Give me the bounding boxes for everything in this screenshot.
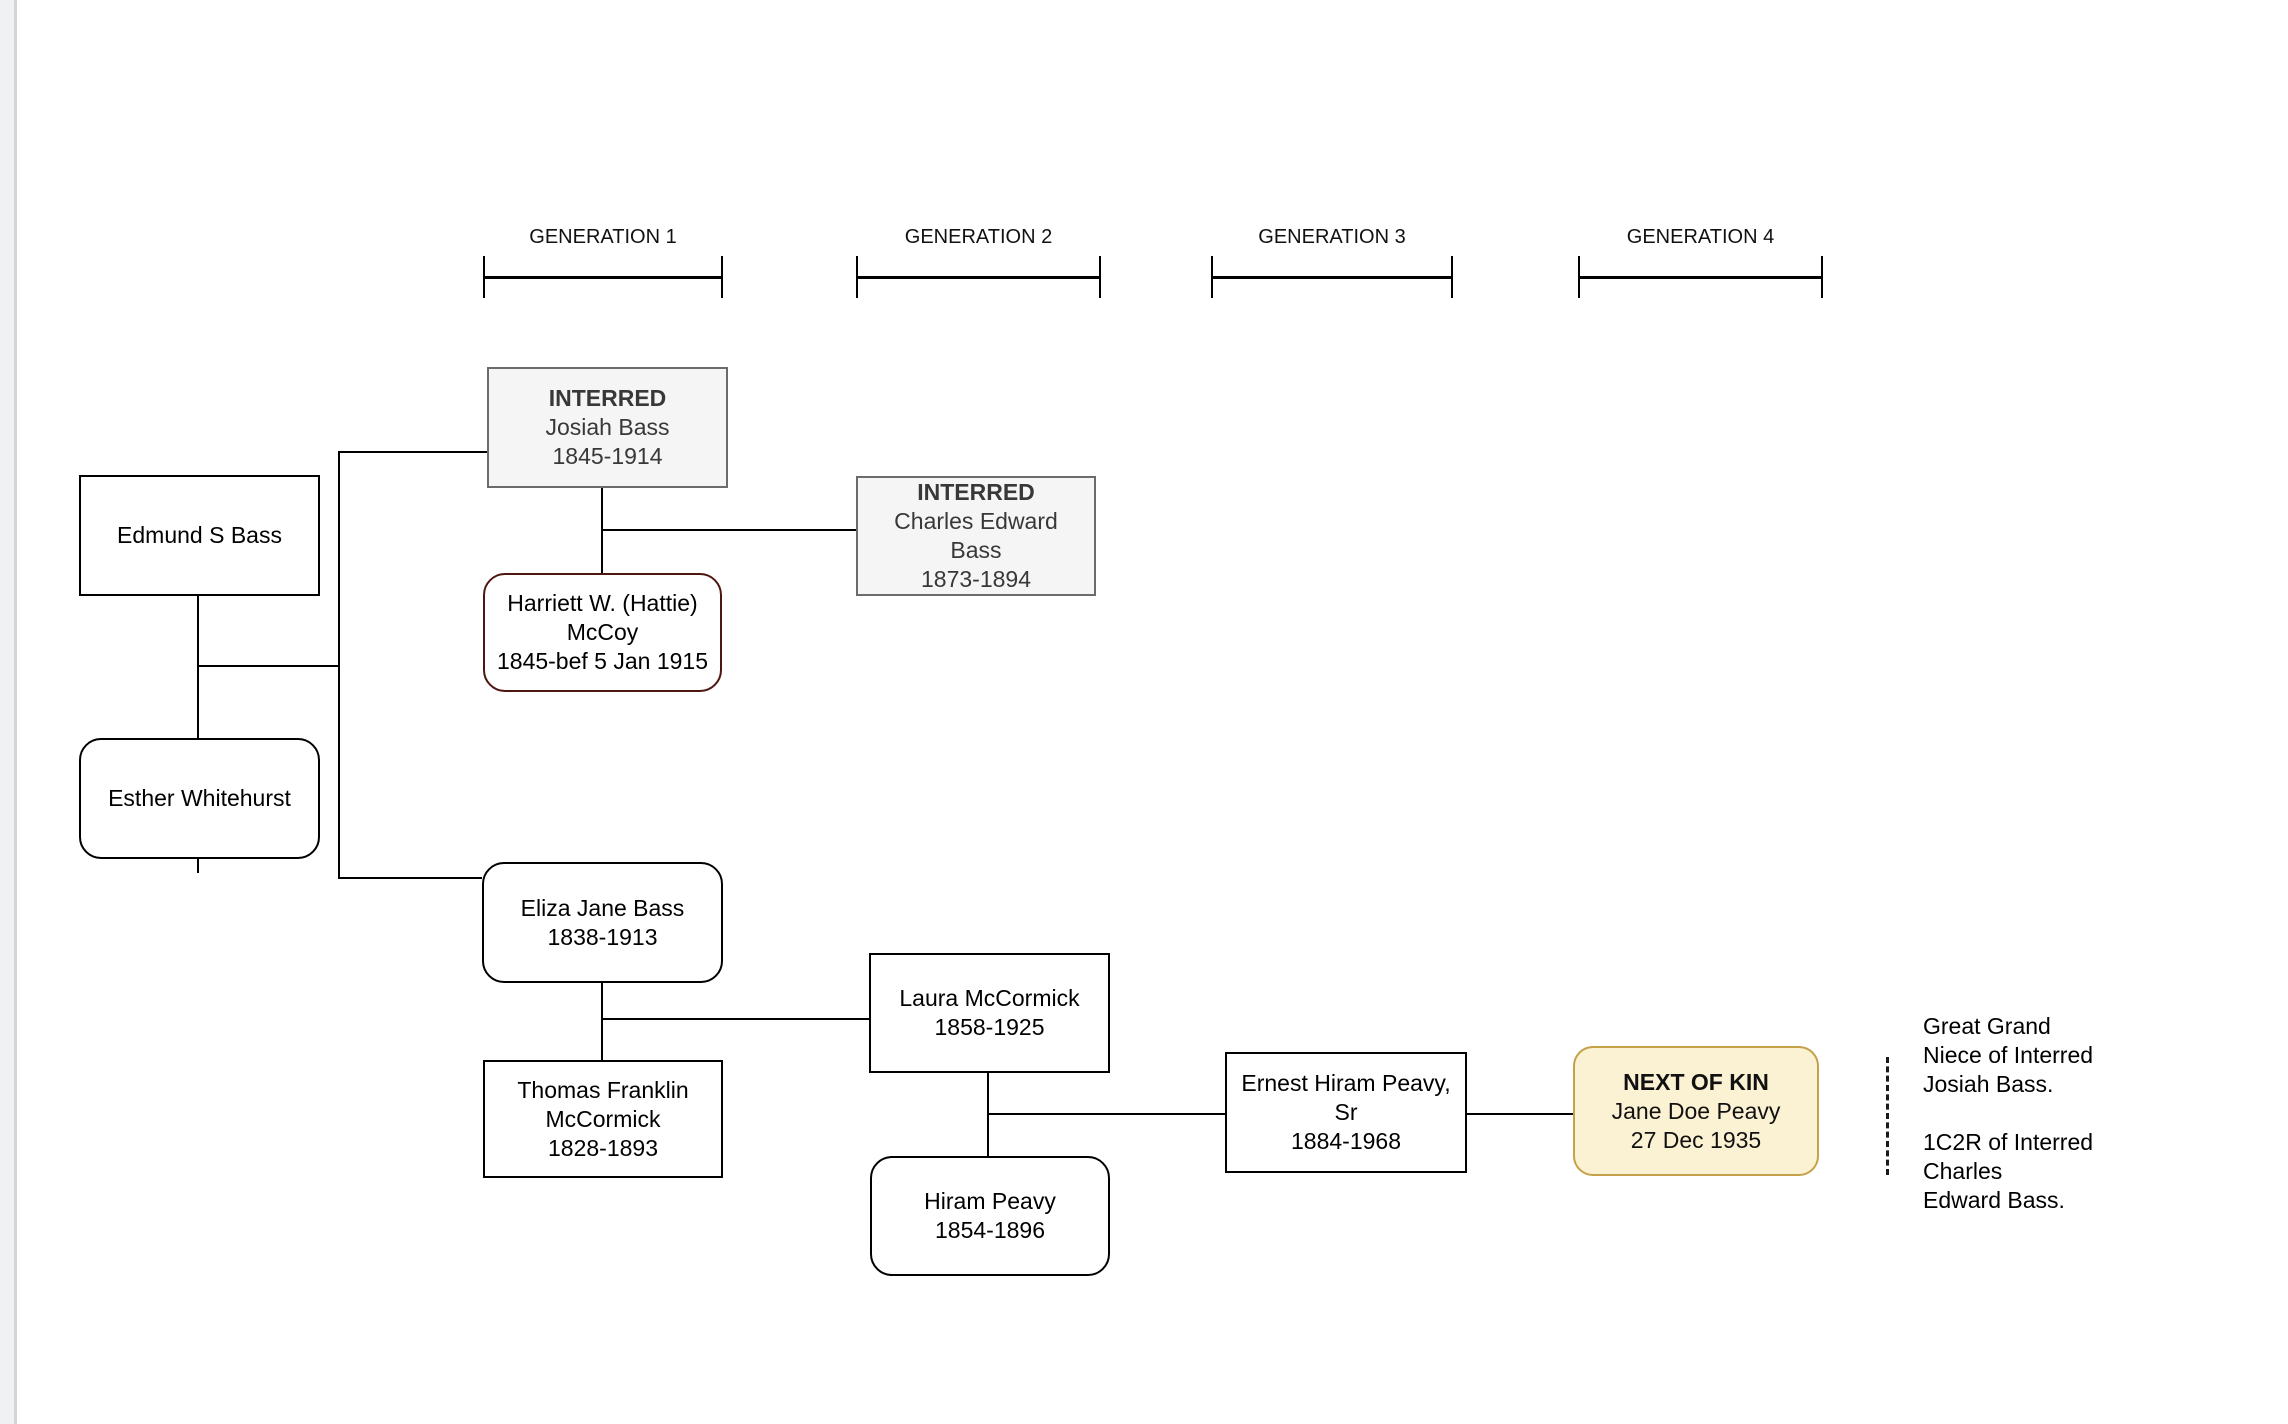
person-box-esther-whitehurst[interactable]: Esther Whitehurst [79,738,320,859]
person-box-harriett-mccoy[interactable]: Harriett W. (Hattie) McCoy 1845-bef 5 Ja… [483,573,722,692]
connector-esther-stub [197,859,199,873]
connector-eliza-thomas [601,983,603,1060]
person-dates: 1828-1893 [548,1134,658,1161]
person-dates: 1838-1913 [547,923,658,950]
person-box-josiah-bass[interactable]: INTERRED Josiah Bass 1845-1914 [487,367,728,488]
person-box-thomas-mccormick[interactable]: Thomas Franklin McCormick 1828-1893 [483,1060,723,1178]
generation-1-bracket [483,276,723,279]
generation-1-label: GENERATION 1 [529,226,677,248]
person-box-ernest-peavy[interactable]: Ernest Hiram Peavy, Sr 1884-1968 [1225,1052,1467,1173]
person-name: Eliza Jane Bass [520,894,685,921]
person-box-eliza-jane-bass[interactable]: Eliza Jane Bass 1838-1913 [482,862,723,983]
interred-tag: INTERRED [548,385,667,411]
person-box-next-of-kin-jane-doe-peavy[interactable]: NEXT OF KIN Jane Doe Peavy 27 Dec 1935 [1573,1046,1819,1176]
next-of-kin-tag: NEXT OF KIN [1623,1068,1769,1095]
person-name-2: Bass [950,537,1002,563]
left-panel-edge-border [14,0,17,1424]
person-name: Thomas Franklin [517,1076,689,1103]
generation-4-bracket [1578,276,1823,279]
connector-trunk-eliza [338,877,482,879]
annotation-line: 1C2R of Interred [1923,1129,2094,1155]
generation-2-label: GENERATION 2 [904,226,1053,248]
connector-trunk-josiah [338,451,487,453]
person-name: Charles Edward [894,508,1058,534]
person-dates: 27 Dec 1935 [1630,1126,1762,1153]
person-dates: 1873-1894 [921,566,1031,592]
annotation-line: Niece of Interred [1923,1042,2094,1068]
generation-2-tick-left [856,256,858,298]
person-box-charles-edward-bass[interactable]: INTERRED Charles Edward Bass 1873-1894 [856,476,1096,596]
generation-2-bracket [856,276,1101,279]
person-dates: 1858-1925 [934,1014,1045,1040]
annotation-dashed-line [1886,1057,1889,1175]
generation-3-label: GENERATION 3 [1258,226,1406,248]
connector-marriage-bass [197,665,340,667]
generation-3-bracket [1211,276,1453,279]
person-name-2: McCormick [545,1105,661,1132]
person-name: Laura McCormick [899,985,1080,1011]
annotation-line: Great Grand [1923,1013,2051,1039]
generation-3-tick-right [1451,256,1453,298]
person-dates: 1884-1968 [1291,1128,1401,1154]
left-panel-edge [0,0,14,1424]
connector-to-charles [601,529,856,531]
generation-4-tick-left [1578,256,1580,298]
connector-bass-children-trunk [338,451,340,879]
annotation-line-spacer [1923,1099,2223,1128]
connector-to-ernest [987,1113,1225,1115]
person-name: Harriett W. (Hattie) [507,590,698,616]
person-dates: 1845-bef 5 Jan 1915 [496,648,708,674]
person-box-laura-mccormick[interactable]: Laura McCormick 1858-1925 [869,953,1110,1073]
person-box-hiram-peavy[interactable]: Hiram Peavy 1854-1896 [870,1156,1110,1276]
connector-edmund-esther [197,596,199,738]
person-dates: 1845-1914 [552,443,663,469]
generation-1-tick-right [721,256,723,298]
person-name: Hiram Peavy [924,1188,1056,1214]
generation-2-tick-right [1099,256,1101,298]
generation-1-tick-left [483,256,485,298]
connector-ernest-nok [1467,1113,1573,1115]
person-name: Jane Doe Peavy [1611,1097,1781,1124]
person-name-2: McCoy [566,619,639,645]
annotation-line: Edward Bass. [1923,1187,2065,1213]
annotation-line: Charles [1923,1158,2003,1184]
person-dates: 1854-1896 [935,1217,1045,1243]
connector-to-laura [601,1018,869,1020]
person-box-edmund-s-bass[interactable]: Edmund S Bass [79,475,320,596]
person-name: Ernest Hiram Peavy, [1241,1070,1451,1096]
person-name: Josiah Bass [545,414,670,440]
person-name-2: Sr [1334,1099,1358,1125]
interred-tag: INTERRED [917,479,1035,505]
person-name: Edmund S Bass [117,522,282,548]
generation-4-tick-right [1821,256,1823,298]
generation-4-label: GENERATION 4 [1626,226,1775,248]
generation-3-tick-left [1211,256,1213,298]
annotation-line: Josiah Bass. [1923,1071,2054,1097]
relationship-annotation: Great Grand Niece of Interred Josiah Bas… [1923,1012,2223,1215]
person-name: Esther Whitehurst [108,785,291,811]
